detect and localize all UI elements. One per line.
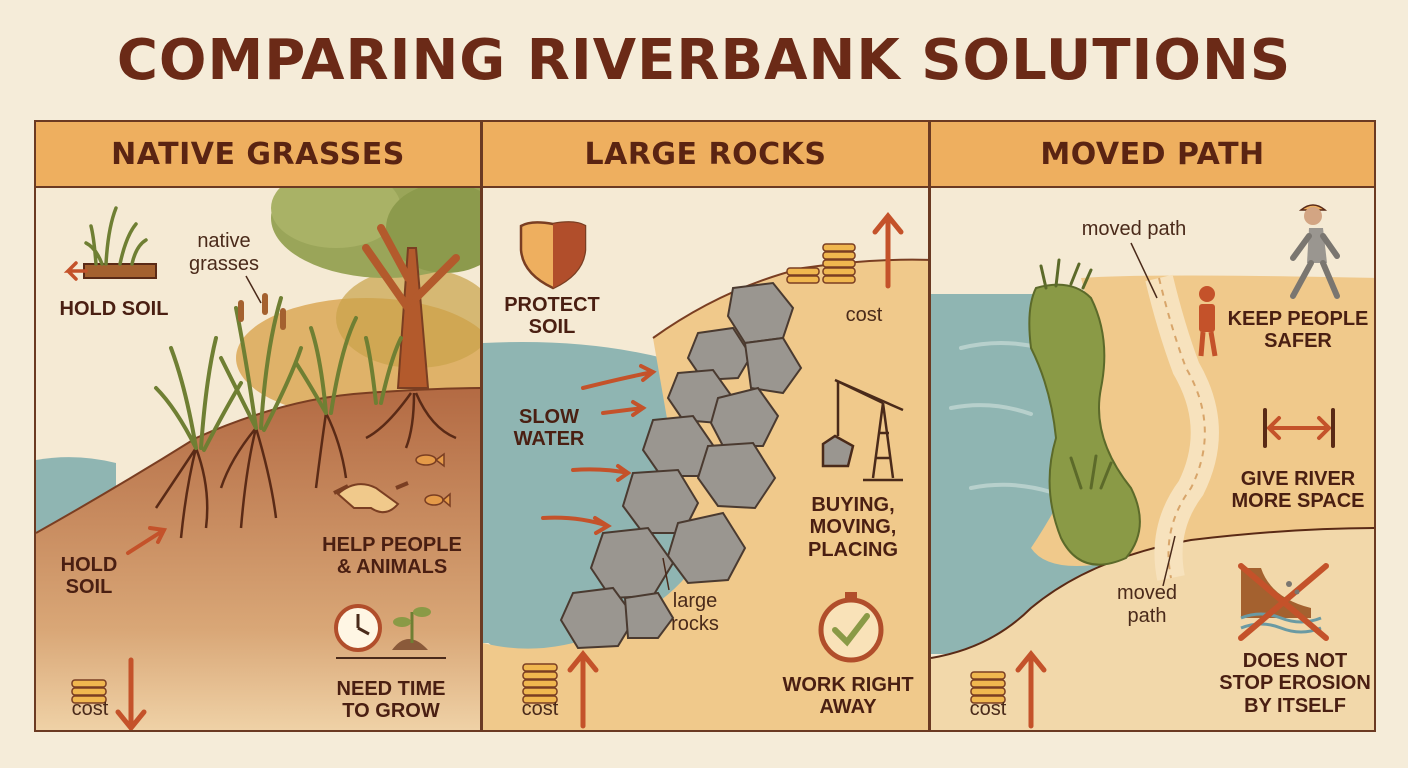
label-large-rocks: large rocks [671,590,719,635]
moved-path-scene [931,188,1374,730]
coin-stack-icon [71,679,107,704]
label-work-right-away: WORK RIGHT AWAY [782,674,914,719]
worker-icon [1198,286,1218,357]
panel-large-rocks: LARGE ROCKS [481,120,930,732]
label-keep-people-safer: KEEP PEOPLE SAFER [1227,308,1369,353]
label-hold-soil-bottom: HOLD SOIL [60,554,118,599]
label-buying-moving-placing: BUYING, MOVING, PLACING [808,494,898,561]
coin-stack-icon [522,663,558,704]
grass-tuft-icon [63,206,157,281]
panel-heading: LARGE ROCKS [584,136,827,172]
panel-header: NATIVE GRASSES [36,122,480,188]
label-moved-path-bottom: moved path [1116,582,1178,627]
label-cost: cost [71,698,109,720]
label-help-people-animals: HELP PEOPLE & ANIMALS [322,534,462,579]
label-give-river-space: GIVE RIVER MORE SPACE [1231,468,1365,513]
native-grasses-scene [36,188,480,730]
up-arrow-icon [872,212,904,289]
label-cost: cost [969,698,1007,720]
fish-icon [415,452,451,508]
handshake-icon [333,481,409,514]
panel-header: LARGE ROCKS [483,122,928,188]
label-native-grasses: native grasses [188,230,260,275]
label-cost-top: cost [845,304,883,326]
seedling-icon [336,607,446,659]
label-hold-soil-top: HOLD SOIL [59,298,169,320]
coin-stack-icon [786,243,856,284]
page-title: COMPARING RIVERBANK SOLUTIONS [116,28,1292,93]
panel-native-grasses: NATIVE GRASSES [34,120,482,732]
checkmark-clock-icon [818,592,884,663]
worker-icon [1290,204,1340,299]
clock-icon [334,604,382,652]
coin-stack-icon [970,671,1006,704]
no-erosion-icon [1238,563,1329,641]
label-does-not-stop-erosion: DOES NOT STOP EROSION BY ITSELF [1219,650,1371,717]
panel-heading: NATIVE GRASSES [111,136,405,172]
label-moved-path-top: moved path [1081,218,1187,240]
label-slow-water: SLOW WATER [513,406,585,451]
up-arrow-icon [1015,650,1047,729]
shield-icon [519,221,587,290]
label-need-time: NEED TIME TO GROW [336,678,446,723]
label-cost-bottom: cost [521,698,559,720]
panel-heading: MOVED PATH [1040,136,1265,172]
panel-header: MOVED PATH [931,122,1374,188]
label-protect-soil: PROTECT SOIL [504,294,600,339]
double-arrow-icon [1263,408,1335,448]
panel-moved-path: MOVED PATH [929,120,1376,732]
up-arrow-icon [567,650,599,729]
crane-icon [821,378,904,482]
large-rocks-scene [483,188,928,730]
down-arrow-icon [115,657,147,730]
